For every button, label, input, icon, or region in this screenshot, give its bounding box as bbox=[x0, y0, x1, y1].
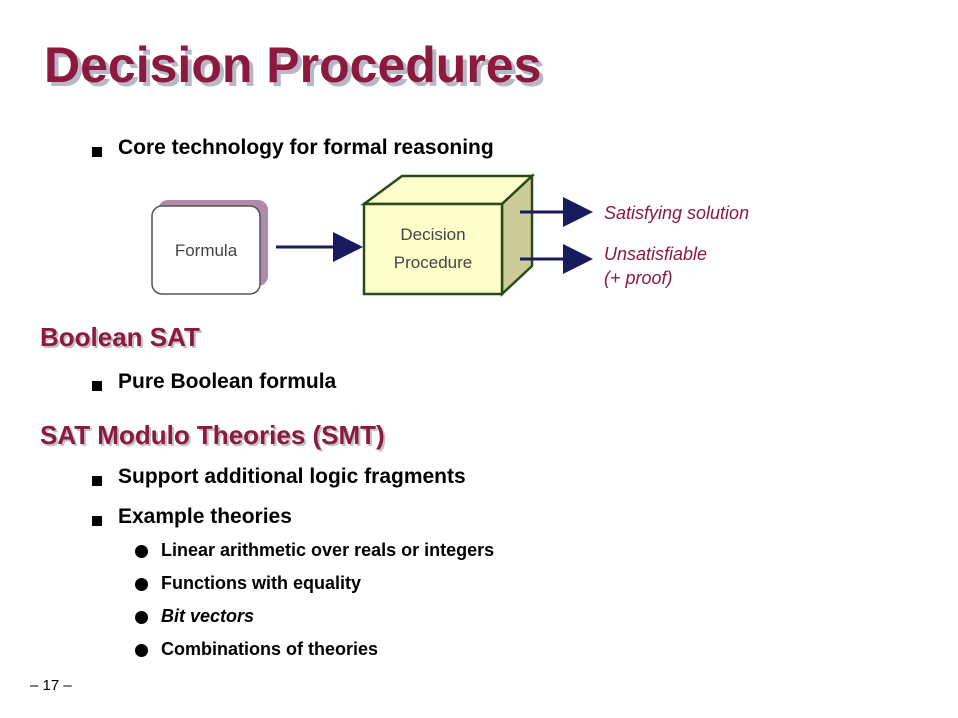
section-heading-boolean-sat: Boolean SAT bbox=[40, 322, 200, 352]
bullet-text: Core technology for formal reasoning bbox=[118, 136, 494, 159]
round-bullet-icon bbox=[135, 611, 148, 624]
output-proof-label: (+ proof) bbox=[604, 268, 673, 288]
sub-bullet-text: Functions with equality bbox=[161, 573, 362, 593]
sub-bullet-text: Combinations of theories bbox=[161, 639, 379, 659]
sub-bullet-text: Bit vectors bbox=[161, 606, 255, 626]
box-label-line2: Procedure bbox=[394, 253, 472, 272]
sub-bullet-text: Linear arithmetic over reals or integers bbox=[161, 540, 495, 560]
round-bullet-icon bbox=[135, 578, 148, 591]
section-heading-smt: SAT Modulo Theories (SMT) bbox=[40, 420, 385, 450]
output-unsat-label: Unsatisfiable bbox=[604, 244, 707, 264]
bullet-text: Support additional logic fragments bbox=[118, 465, 466, 488]
formula-label: Formula bbox=[175, 241, 238, 260]
formula-box bbox=[151, 205, 261, 295]
square-bullet-icon bbox=[92, 381, 102, 391]
bullet-text: Example theories bbox=[118, 505, 292, 528]
bullet-text: Pure Boolean formula bbox=[118, 370, 337, 393]
box-label-line1: Decision bbox=[400, 225, 465, 244]
round-bullet-icon bbox=[135, 545, 148, 558]
slide-title: Decision Procedures bbox=[44, 37, 542, 93]
page-number: – 17 – bbox=[30, 677, 72, 694]
square-bullet-icon bbox=[92, 147, 102, 157]
square-bullet-icon bbox=[92, 476, 102, 486]
round-bullet-icon bbox=[135, 644, 148, 657]
square-bullet-icon bbox=[92, 516, 102, 526]
box-front-face bbox=[362, 202, 504, 296]
output-sat-label: Satisfying solution bbox=[604, 203, 749, 223]
